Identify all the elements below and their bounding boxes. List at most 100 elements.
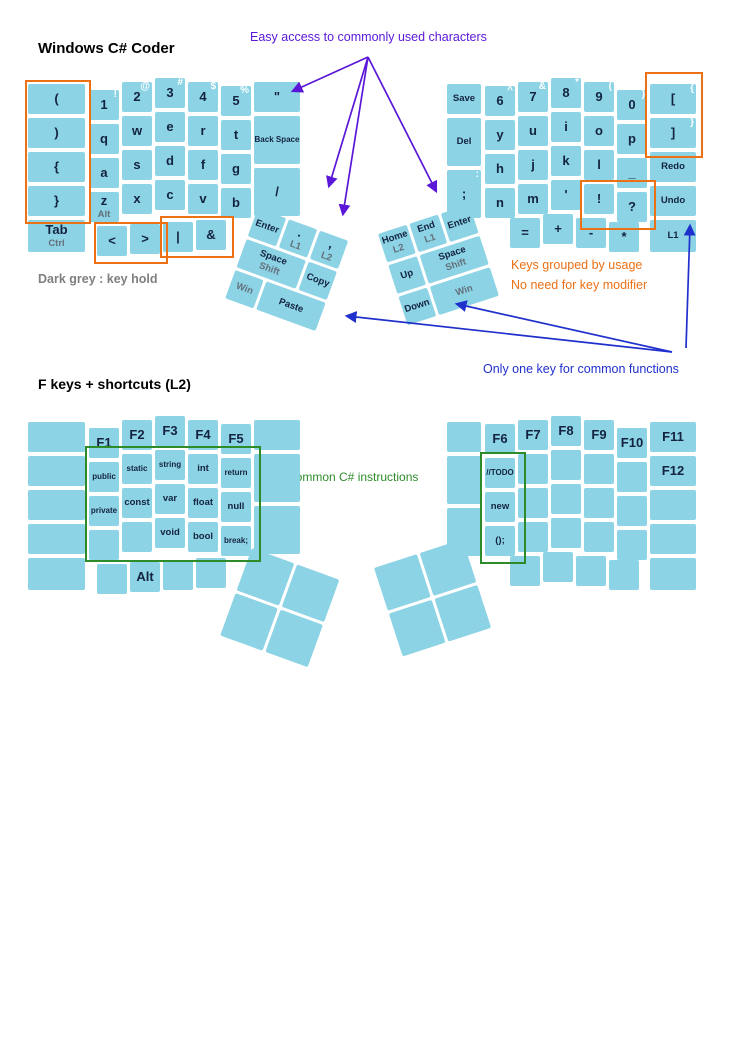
key-8: 8* xyxy=(551,78,581,108)
key-s: s xyxy=(122,150,152,180)
annotation-grouped-by-usage: Keys grouped by usage xyxy=(511,258,643,272)
key-symbol: + xyxy=(543,214,573,244)
key-blank xyxy=(543,552,573,582)
key-blank xyxy=(576,556,606,586)
key-static: static xyxy=(122,454,152,484)
key-2: 2@ xyxy=(122,82,152,112)
key-f: f xyxy=(188,150,218,180)
key-1: 1! xyxy=(89,90,119,120)
key-c: c xyxy=(155,180,185,210)
key-return: return xyxy=(221,458,251,488)
key-a: a xyxy=(89,158,119,188)
key-blank xyxy=(254,420,300,450)
annotation-key-hold-legend: Dark grey : key hold xyxy=(38,272,158,286)
key-public: public xyxy=(89,462,119,492)
key-blank xyxy=(650,490,696,520)
key-symbol: " xyxy=(254,82,300,112)
key-blank xyxy=(122,522,152,552)
key-x: x xyxy=(122,184,152,214)
key-blank xyxy=(617,530,647,560)
key-string: string xyxy=(155,450,185,480)
key-f7: F7 xyxy=(518,420,548,450)
key-blank xyxy=(254,454,300,502)
section-title-l2: F keys + shortcuts (L2) xyxy=(38,376,191,392)
key-f6: F6 xyxy=(485,424,515,454)
key-symbol: _ xyxy=(617,158,647,188)
key-f11: F11 xyxy=(650,422,696,452)
key-blank xyxy=(617,462,647,492)
key-symbol: ! xyxy=(584,184,614,214)
key-9: 9( xyxy=(584,82,614,112)
key-blank xyxy=(551,518,581,548)
key-blank xyxy=(584,522,614,552)
key-v: v xyxy=(188,184,218,214)
key-blank xyxy=(447,456,481,504)
key-blank xyxy=(447,422,481,452)
key-blank xyxy=(609,560,639,590)
key-blank xyxy=(163,560,193,590)
key-blank xyxy=(650,524,696,554)
key-blank xyxy=(518,488,548,518)
key-symbol: ( xyxy=(28,84,85,114)
key-blank xyxy=(28,490,85,520)
key-g: g xyxy=(221,154,251,184)
key-redo: Redo xyxy=(650,152,696,182)
key-m: m xyxy=(518,184,548,214)
key-blank xyxy=(518,522,548,552)
key-symbol: | xyxy=(163,222,193,252)
key-l1: L1 xyxy=(650,220,696,252)
key-blank xyxy=(510,556,540,586)
key-save: Save xyxy=(447,84,481,114)
key-3: 3# xyxy=(155,78,185,108)
key-bool: bool xyxy=(188,522,218,552)
key-p: p xyxy=(617,124,647,154)
key-symbol: * xyxy=(609,222,639,252)
key-i: i xyxy=(551,112,581,142)
key-blank xyxy=(518,454,548,484)
key-symbol: (); xyxy=(485,526,515,556)
key-symbol: < xyxy=(97,226,127,256)
key-symbol: } xyxy=(28,186,85,216)
page-title: Windows C# Coder xyxy=(38,40,175,57)
key-t: t xyxy=(221,120,251,150)
key-blank xyxy=(28,422,85,452)
key-var: var xyxy=(155,484,185,514)
key-blank xyxy=(28,524,85,554)
key-h: h xyxy=(485,154,515,184)
key-blank xyxy=(254,506,300,554)
key-d: d xyxy=(155,146,185,176)
annotation-easy-access: Easy access to commonly used characters xyxy=(250,30,487,44)
key-symbol: & xyxy=(196,220,226,250)
key-7: 7& xyxy=(518,82,548,112)
key-symbol: - xyxy=(576,218,606,248)
key-const: const xyxy=(122,488,152,518)
key-f4: F4 xyxy=(188,420,218,450)
key-j: j xyxy=(518,150,548,180)
key-e: e xyxy=(155,112,185,142)
key-f10: F10 xyxy=(617,428,647,458)
key-f5: F5 xyxy=(221,424,251,454)
key-up: Up xyxy=(388,256,426,294)
key-f8: F8 xyxy=(551,416,581,446)
key-symbol: = xyxy=(510,218,540,248)
key-new: new xyxy=(485,492,515,522)
key-symbol: ) xyxy=(28,118,85,148)
key-blank xyxy=(584,488,614,518)
key-int: int xyxy=(188,454,218,484)
key-symbol: [{ xyxy=(650,84,696,114)
key-l: l xyxy=(584,150,614,180)
key-q: q xyxy=(89,124,119,154)
key-5: 5% xyxy=(221,86,251,116)
key-symbol: ? xyxy=(617,192,647,222)
key-blank xyxy=(551,484,581,514)
key-k: k xyxy=(551,146,581,176)
key-symbol: > xyxy=(130,224,160,254)
key-o: o xyxy=(584,116,614,146)
key-f3: F3 xyxy=(155,416,185,446)
key-symbol: / xyxy=(254,168,300,216)
